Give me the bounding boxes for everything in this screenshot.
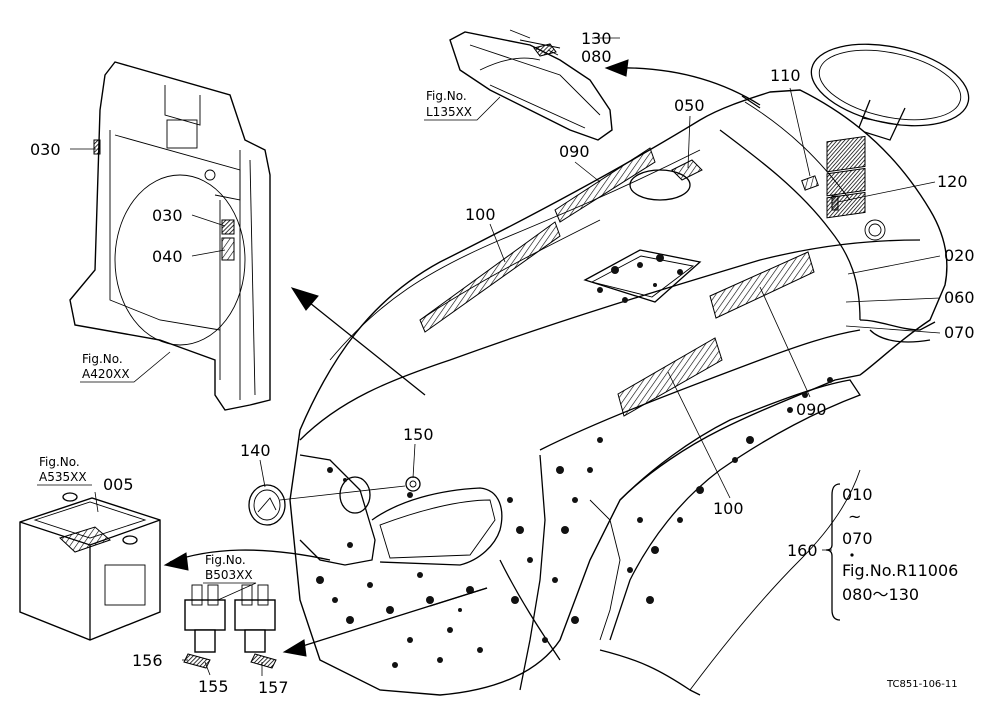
decal-090-top <box>554 147 656 223</box>
callout-090-right: 090 <box>796 400 827 419</box>
fig-b503-label: Fig.No. <box>205 553 246 567</box>
callout-labels: 030 030 040 130 080 050 110 120 090 100 … <box>30 29 975 697</box>
emblem-140 <box>248 484 286 526</box>
arrow-to-dash <box>604 59 761 109</box>
callout-060: 060 <box>944 288 975 307</box>
fig-b503-code: B503XX <box>205 568 253 582</box>
legend-line-3: 070 <box>842 529 873 548</box>
camouflage-pattern <box>316 254 833 668</box>
callout-100-top: 100 <box>465 205 496 224</box>
legend-line-5: 080～130 <box>842 585 919 604</box>
legend-line-1: 010 <box>842 485 873 504</box>
leader-lines <box>37 37 941 676</box>
arrow-to-cover <box>290 287 426 396</box>
battery <box>19 492 161 641</box>
small-decal-110 <box>801 175 839 211</box>
fig-a535-code: A535XX <box>39 470 87 484</box>
callout-140: 140 <box>240 441 271 460</box>
callout-040: 040 <box>152 247 183 266</box>
callout-157: 157 <box>258 678 289 697</box>
steering-wheel <box>810 43 970 141</box>
callout-050: 050 <box>674 96 705 115</box>
fig-a420-label: Fig.No. <box>82 352 123 366</box>
fig-a535-label: Fig.No. <box>39 455 80 469</box>
callout-120: 120 <box>937 172 968 191</box>
fig-l135-code: L135XX <box>426 105 472 119</box>
drawing-code: TC851-106-11 <box>886 679 958 690</box>
side-cover-panel <box>69 61 271 411</box>
callout-020: 020 <box>944 246 975 265</box>
callout-070: 070 <box>944 323 975 342</box>
callout-005: 005 <box>103 475 134 494</box>
connector-157 <box>234 584 277 669</box>
callout-156: 156 <box>132 651 163 670</box>
fig-a420-code: A420XX <box>82 367 130 381</box>
callout-090-top: 090 <box>559 142 590 161</box>
arrow-to-battery <box>163 549 331 571</box>
decal-100-top <box>419 221 561 333</box>
legend-160: 010 ~ 070 Fig.No.R11006 080～130 <box>822 483 958 621</box>
connector-155 <box>183 584 226 669</box>
decal-050 <box>671 159 703 181</box>
arrow-to-connectors <box>282 587 488 657</box>
callout-160: 160 <box>787 541 818 560</box>
callout-030-top: 030 <box>30 140 61 159</box>
legend-line-4: Fig.No.R11006 <box>842 561 958 580</box>
dash-panel-piece <box>449 29 613 141</box>
decal-100-bottom <box>617 337 723 417</box>
callout-080: 080 <box>581 47 612 66</box>
decal-090-right <box>709 251 815 319</box>
figure-references: Fig.No. L135XX Fig.No. A420XX Fig.No. A5… <box>39 89 472 582</box>
callout-150: 150 <box>403 425 434 444</box>
legend-line-2: ~ <box>848 507 861 526</box>
fig-l135-label: Fig.No. <box>426 89 467 103</box>
callout-100-bottom: 100 <box>713 499 744 518</box>
callout-155: 155 <box>198 677 229 696</box>
callout-030-mid: 030 <box>152 206 183 225</box>
callout-110: 110 <box>770 66 801 85</box>
callout-130: 130 <box>581 29 612 48</box>
